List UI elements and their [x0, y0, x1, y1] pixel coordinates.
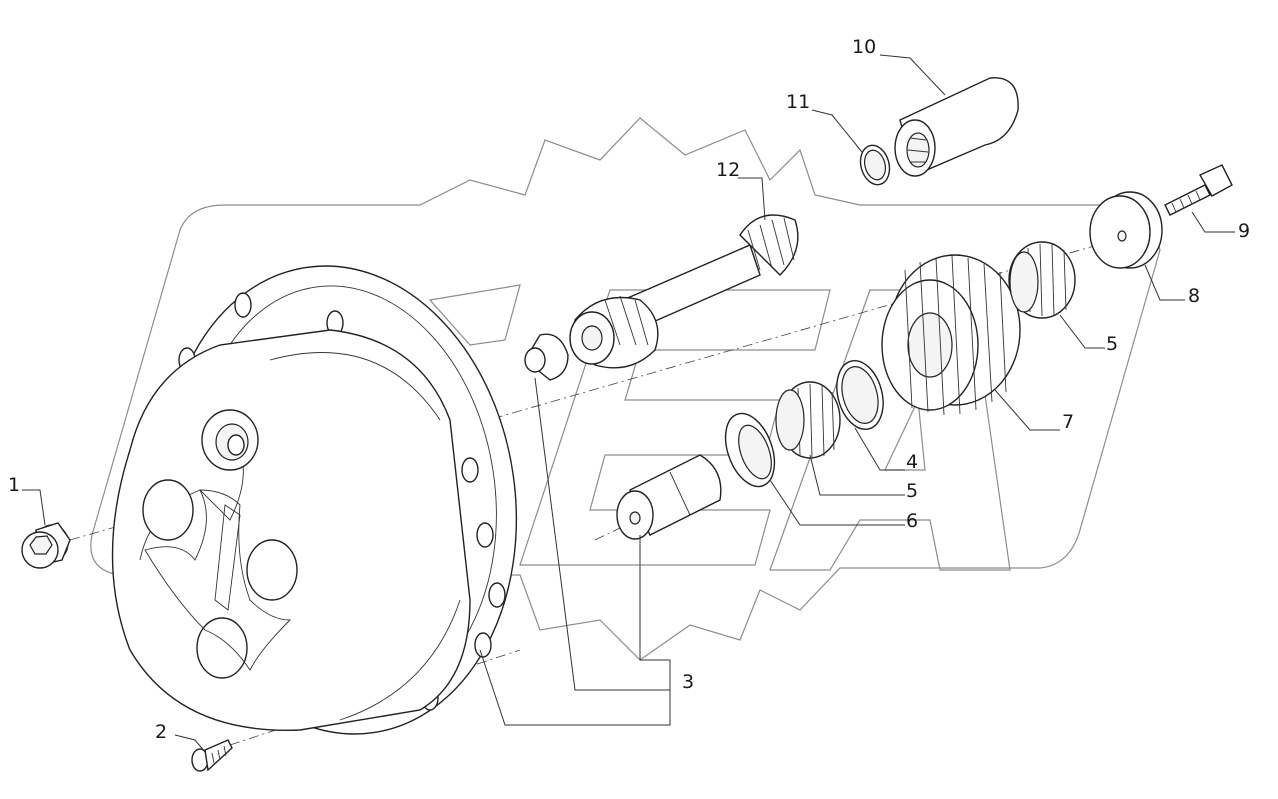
- planetary-housing: [111, 265, 518, 735]
- part-11-snap-ring: [859, 144, 891, 186]
- fill-port: [201, 409, 259, 471]
- callout-1: 1: [8, 474, 20, 496]
- callout-7: 7: [1062, 411, 1074, 433]
- callout-2: 2: [155, 721, 167, 743]
- part-5-planet-gear-b: [1008, 241, 1076, 319]
- callout-5-upper: 5: [1106, 333, 1118, 355]
- part-8-cover-plate: [1089, 191, 1163, 269]
- callout-6: 6: [906, 510, 918, 532]
- part-1-plug: [21, 522, 71, 569]
- callout-10: 10: [852, 36, 876, 58]
- callout-11: 11: [786, 91, 810, 113]
- part-6-thrust-washer: [724, 412, 776, 488]
- callout-9: 9: [1238, 220, 1250, 242]
- part-2-screw: [191, 739, 233, 772]
- callout-labels: 1 2 3 4 5 5 6 7 8 9 10 11 12: [8, 36, 1250, 743]
- part-7-planet-gear-large: [881, 254, 1021, 416]
- callout-8: 8: [1188, 285, 1200, 307]
- part-5-planet-gear-a: [775, 381, 841, 459]
- housing-face-pattern: [142, 479, 298, 679]
- part-10-coupling-sleeve: [894, 77, 1019, 177]
- callout-leaders: [22, 54, 1235, 753]
- part-12-sun-shaft: [569, 214, 799, 369]
- part-6-planet-pin: [616, 454, 722, 540]
- part-4-retaining-ring: [836, 360, 884, 430]
- callout-4: 4: [906, 451, 918, 473]
- part-9-bolt: [1164, 164, 1233, 216]
- callout-5-lower: 5: [906, 480, 918, 502]
- callout-3: 3: [682, 671, 694, 693]
- part-3-thrust-pin: [524, 333, 569, 381]
- callout-12: 12: [716, 159, 740, 181]
